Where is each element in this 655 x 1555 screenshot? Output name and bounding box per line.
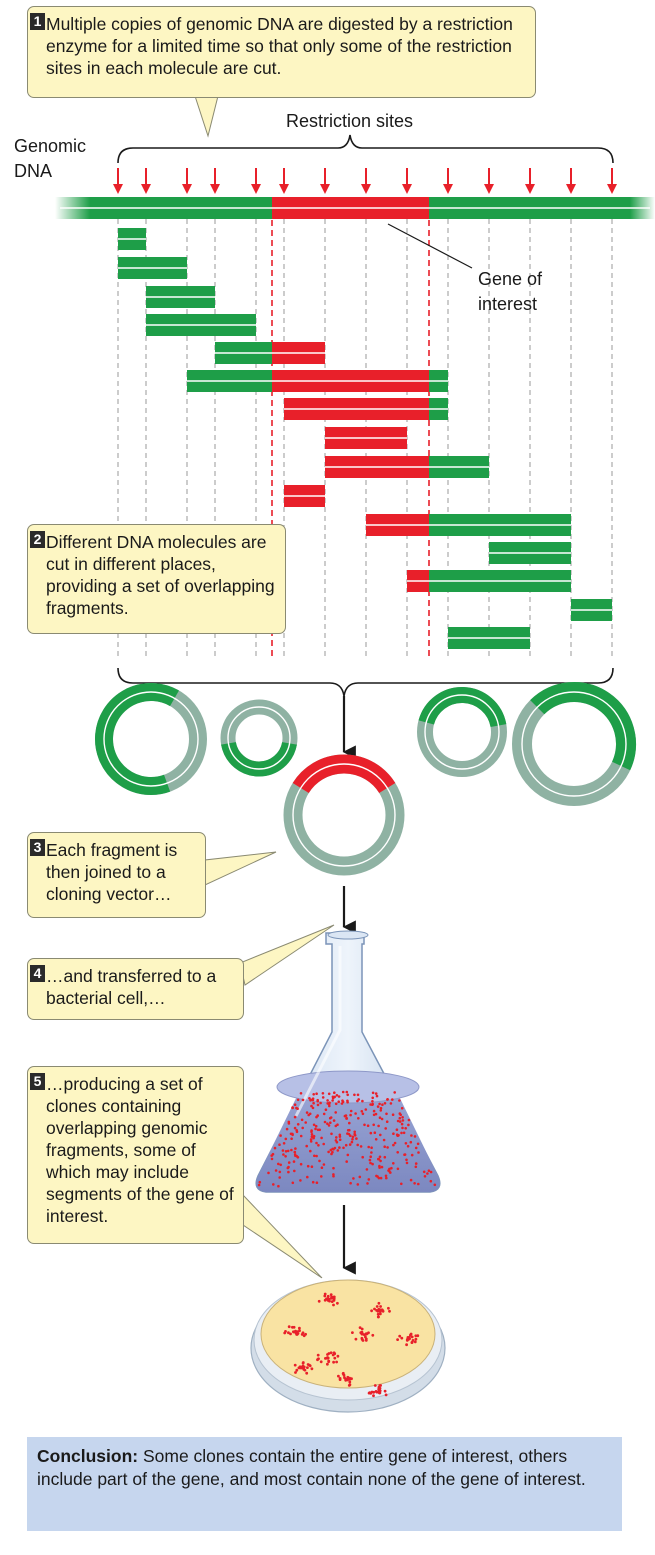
callout-5-tail bbox=[242, 1193, 323, 1279]
dna-fragment-2 bbox=[118, 257, 187, 279]
ringMain-insert bbox=[292, 754, 396, 794]
dna-fragment-5 bbox=[215, 342, 325, 364]
restriction-site-arrow-5 bbox=[251, 168, 261, 194]
dna-fragment-10 bbox=[284, 485, 325, 507]
restriction-site-arrow-8 bbox=[361, 168, 371, 194]
dna-fragment-13 bbox=[407, 570, 571, 592]
restriction-site-arrow-3 bbox=[182, 168, 192, 194]
dna-fragment-8 bbox=[325, 427, 407, 449]
ring4-divider bbox=[521, 691, 627, 797]
dna-fragment-14 bbox=[571, 599, 612, 621]
ring2-insert bbox=[221, 741, 297, 777]
ring3-divider bbox=[424, 694, 500, 770]
bacterial-colony-2 bbox=[370, 1301, 391, 1319]
step-4-text: …and transferred to a bacterial cell,… bbox=[46, 966, 217, 1008]
step-5-number: 5 bbox=[30, 1073, 45, 1090]
plasmid-4 bbox=[512, 682, 636, 806]
restriction-site-arrow-4 bbox=[210, 168, 220, 194]
restriction-sites-brace bbox=[117, 134, 614, 164]
callout-4-tail bbox=[239, 924, 335, 986]
plasmid-1 bbox=[95, 683, 207, 795]
conclusion-label: Conclusion: bbox=[37, 1446, 139, 1466]
restriction-site-arrow-9 bbox=[402, 168, 412, 194]
ring4-insert bbox=[530, 682, 636, 771]
bacterial-colony-4 bbox=[316, 1351, 340, 1366]
bacterial-colony-6 bbox=[396, 1332, 420, 1347]
recombinant-vector bbox=[283, 754, 405, 876]
step-1-text: Multiple copies of genomic DNA are diges… bbox=[46, 14, 513, 78]
bacterial-colony-3 bbox=[283, 1325, 307, 1338]
step-1-number: 1 bbox=[30, 13, 45, 30]
fragments-brace bbox=[117, 667, 614, 697]
bacterial-colony-9 bbox=[367, 1384, 388, 1398]
step-2-text: Different DNA molecules are cut in diffe… bbox=[46, 532, 275, 618]
restriction-sites-label: Restriction sites bbox=[286, 111, 414, 131]
dna-fragment-15 bbox=[448, 627, 530, 649]
dna-fragment-9 bbox=[325, 456, 489, 478]
ring1-divider bbox=[103, 691, 199, 787]
callout-step-2: 2 Different DNA molecules are cut in dif… bbox=[27, 524, 286, 634]
restriction-site-arrow-7 bbox=[320, 168, 330, 194]
callout-step-1: 1 Multiple copies of genomic DNA are dig… bbox=[27, 6, 536, 98]
restriction-site-arrow-2 bbox=[141, 168, 151, 194]
restriction-site-arrow-6 bbox=[279, 168, 289, 194]
callout-step-3: 3 Each fragment is then joined to a clon… bbox=[27, 832, 206, 918]
callout-1-tail bbox=[194, 95, 219, 138]
bacterial-colony-7 bbox=[293, 1361, 314, 1375]
genomic-dna-label-line2: DNA bbox=[14, 161, 53, 181]
gene-pointer-line bbox=[387, 223, 473, 269]
step-4-number: 4 bbox=[30, 965, 45, 982]
gene-of-interest-label-line1: Gene of bbox=[478, 269, 543, 289]
restriction-site-arrow-10 bbox=[443, 168, 453, 194]
ringMain-divider bbox=[292, 763, 396, 867]
conclusion-box: Conclusion: Some clones contain the enti… bbox=[27, 1437, 622, 1531]
step-2-number: 2 bbox=[30, 531, 45, 548]
plasmid-3 bbox=[417, 687, 507, 777]
restriction-site-arrow-13 bbox=[566, 168, 576, 194]
dna-fragment-1 bbox=[118, 228, 146, 250]
dna-fragment-4 bbox=[146, 314, 256, 336]
callout-step-4: 4 …and transferred to a bacterial cell,… bbox=[27, 958, 244, 1020]
dna-fragment-11 bbox=[366, 514, 571, 536]
callout-step-5: 5 …producing a set of clones containing … bbox=[27, 1066, 244, 1244]
restriction-site-arrow-14 bbox=[607, 168, 617, 194]
bacterial-colony-8 bbox=[337, 1371, 353, 1387]
step-3-number: 3 bbox=[30, 839, 45, 856]
callout-3-tail bbox=[204, 851, 277, 886]
ring3-insert bbox=[418, 687, 507, 728]
restriction-site-arrow-11 bbox=[484, 168, 494, 194]
conclusion-text: Some clones contain the entire gene of i… bbox=[37, 1446, 586, 1489]
dna-fragment-6 bbox=[187, 370, 448, 392]
gene-of-interest-label-line2: interest bbox=[478, 294, 538, 314]
restriction-site-arrow-1 bbox=[113, 168, 123, 194]
plasmid-2 bbox=[220, 699, 298, 777]
ring2-divider bbox=[227, 706, 291, 770]
ring1-insert bbox=[95, 683, 179, 795]
bacterial-colony-5 bbox=[351, 1326, 375, 1342]
petri-dish-icon bbox=[250, 1276, 446, 1413]
restriction-site-arrow-12 bbox=[525, 168, 535, 194]
dna-fragment-12 bbox=[489, 542, 571, 564]
genomic-dna-label-line1: Genomic bbox=[14, 136, 87, 156]
bacterial-colony-1 bbox=[317, 1292, 339, 1307]
flask-icon bbox=[255, 930, 441, 1193]
step-3-text: Each fragment is then joined to a clonin… bbox=[46, 840, 178, 904]
dna-fragment-7 bbox=[284, 398, 448, 420]
dna-fragment-3 bbox=[146, 286, 215, 308]
step-5-text: …producing a set of clones containing ov… bbox=[46, 1074, 234, 1226]
